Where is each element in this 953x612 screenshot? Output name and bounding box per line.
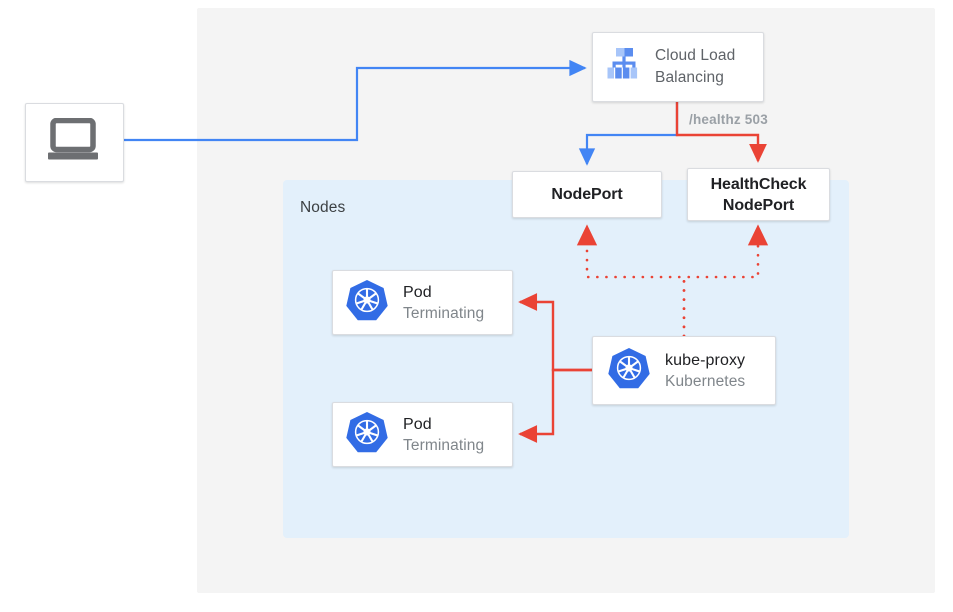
client-card: [25, 103, 124, 182]
kube-proxy-text: kube-proxy Kubernetes: [665, 350, 745, 392]
pod-card-1-text: Pod Terminating: [403, 282, 484, 324]
nodeport-label: NodePort: [551, 186, 623, 203]
healthcheck-nodeport-card: HealthCheck NodePort: [687, 168, 830, 221]
kube-proxy-card: kube-proxy Kubernetes: [592, 336, 776, 405]
kubernetes-icon: [345, 410, 389, 459]
pod-card-2-title: Pod: [403, 415, 432, 433]
healthz-edge-label: /healthz 503: [689, 112, 768, 127]
cloud-load-balancing-label-line1: Cloud Load: [655, 47, 736, 64]
kubernetes-icon: [607, 346, 651, 395]
cloud-load-balancing-card: Cloud Load Balancing: [592, 32, 764, 102]
healthcheck-nodeport-label-line2: NodePort: [722, 196, 795, 214]
pod-card-1: Pod Terminating: [332, 270, 513, 335]
cloud-load-balancing-label: Cloud Load Balancing: [655, 45, 735, 89]
nodes-panel-label: Nodes: [300, 199, 346, 216]
kubernetes-icon: [345, 278, 389, 327]
healthcheck-nodeport-label: HealthCheck NodePort: [711, 174, 807, 216]
cloud-load-balancing-label-line2: Balancing: [655, 69, 724, 86]
kube-proxy-subtitle: Kubernetes: [665, 372, 746, 390]
healthcheck-nodeport-label-line1: HealthCheck: [710, 175, 807, 193]
pod-card-1-title: Pod: [403, 283, 432, 301]
kube-proxy-title: kube-proxy: [665, 351, 746, 369]
pod-card-1-subtitle: Terminating: [403, 304, 485, 322]
laptop-icon: [46, 117, 104, 167]
pod-card-2: Pod Terminating: [332, 402, 513, 467]
pod-card-2-subtitle: Terminating: [403, 436, 485, 454]
nodeport-card: NodePort: [512, 171, 662, 218]
cloud-load-balancing-icon: [605, 47, 643, 88]
pod-card-2-text: Pod Terminating: [403, 414, 484, 456]
